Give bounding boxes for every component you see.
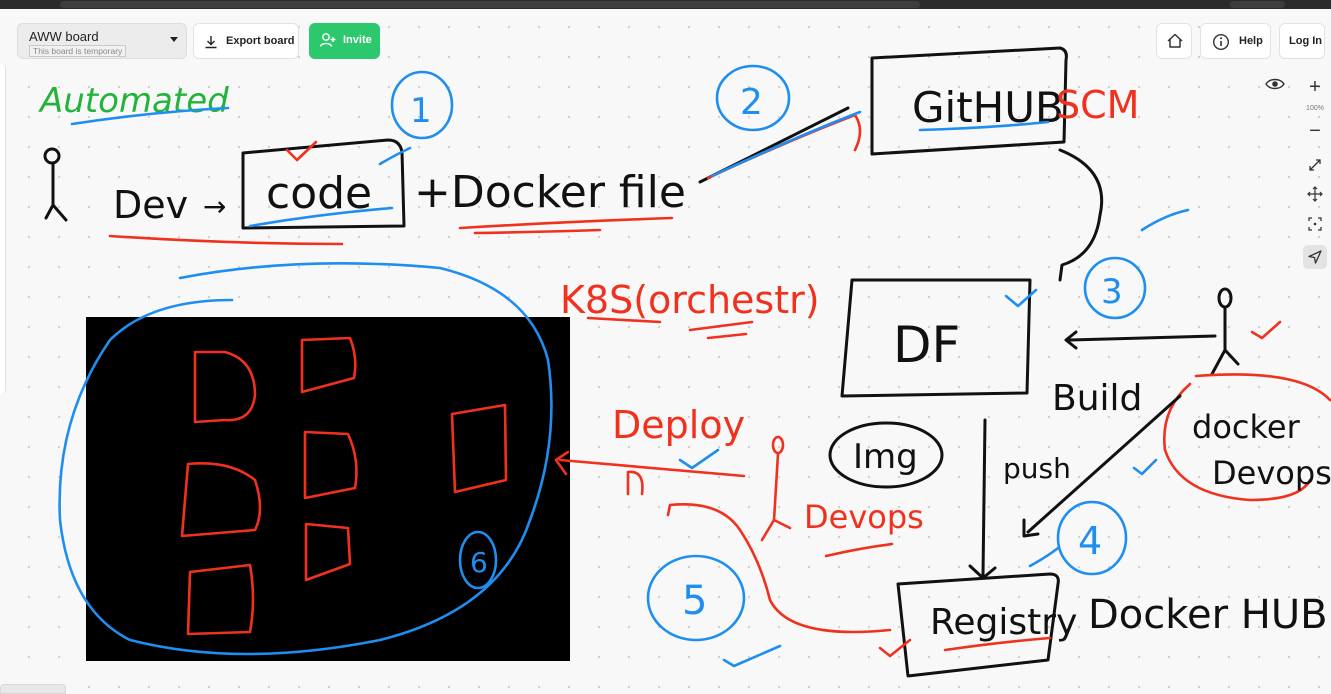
automated-text: Automated: [38, 81, 229, 121]
move-icon[interactable]: [1303, 186, 1327, 210]
code-underline: [248, 206, 394, 228]
step-4-label: 4: [1078, 519, 1102, 563]
dockerfile-text: +Docker file: [414, 167, 686, 218]
df-text: DF: [893, 316, 960, 374]
download-icon: [205, 36, 217, 49]
login-button[interactable]: Log In: [1279, 23, 1325, 59]
pointer-icon[interactable]: [1303, 245, 1327, 269]
step-3-label: 3: [1101, 272, 1123, 312]
devops-text-middle: Devops: [804, 498, 924, 536]
step-2-label: 2: [740, 82, 763, 123]
devops-figure-middle: [760, 435, 792, 542]
blue-check-bottom: [722, 644, 782, 668]
k8s-underline: [586, 316, 662, 324]
step-4-circle: [1056, 500, 1128, 576]
step-6-label: 6: [470, 546, 488, 579]
step-6-circle: [458, 530, 498, 590]
invite-button[interactable]: Invite: [309, 23, 380, 59]
browser-top-strip: [0, 0, 1331, 9]
board-temporary-note: This board is temporary: [29, 45, 127, 57]
devops-text-right: Devops: [1212, 454, 1331, 492]
devops-underline: [824, 542, 894, 558]
help-button[interactable]: Help: [1200, 23, 1271, 59]
black-image-frame[interactable]: [86, 317, 570, 661]
arrow-docker-to-registry: [1022, 394, 1182, 538]
build-text: Build: [1052, 378, 1142, 419]
deploy-blue-check: [678, 448, 720, 470]
k8s-underline-2: [688, 320, 754, 340]
code-blue-check: [378, 146, 412, 166]
step-5-circle: [646, 554, 746, 642]
step-5-label: 5: [682, 578, 707, 624]
board-name: AWW board: [29, 29, 99, 44]
code-checkmark: [285, 140, 318, 162]
blue-check-right: [1140, 208, 1190, 232]
arrow-text: →: [203, 190, 226, 223]
docker-devops-circle: [1163, 373, 1331, 502]
step-4-tick: [1028, 546, 1060, 568]
github-to-df-curve: [1058, 148, 1104, 282]
github-underline: [918, 120, 1050, 132]
figure-red-check: [1250, 320, 1282, 340]
dev-underline: [108, 234, 344, 246]
zoom-out-button[interactable]: −: [1309, 120, 1321, 142]
help-label: Help: [1239, 35, 1263, 47]
code-box: [241, 138, 406, 230]
expand-icon[interactable]: [1303, 157, 1327, 181]
arrow-to-df: [1064, 330, 1217, 350]
docker-text: docker: [1192, 408, 1301, 446]
registry-box: [896, 572, 1060, 678]
step-1-circle: [390, 70, 454, 140]
registry-underline: [943, 636, 1052, 652]
info-icon: [1212, 33, 1230, 51]
github-text: GitHUB: [912, 83, 1064, 132]
fit-to-screen-icon[interactable]: [1303, 216, 1327, 240]
deploy-text: Deploy: [612, 403, 745, 447]
blue-check-docker: [1132, 458, 1158, 476]
registry-to-deploy-curve: [666, 503, 892, 634]
devops-engineer-figure: [1210, 287, 1240, 376]
registry-text: Registry: [930, 602, 1077, 643]
df-box: [840, 278, 1032, 398]
github-box: [870, 46, 1068, 156]
left-tool-rail[interactable]: [0, 64, 6, 394]
zoom-in-button[interactable]: +: [1309, 76, 1321, 98]
developer-figure: [43, 147, 68, 222]
export-board-label: Export board: [226, 35, 295, 47]
step-2-circle: [715, 64, 791, 132]
invite-label: Invite: [343, 34, 372, 46]
img-ellipse: [828, 421, 944, 489]
step-3-circle: [1083, 256, 1147, 320]
chevron-down-icon: [170, 37, 178, 42]
login-label: Log In: [1289, 35, 1322, 47]
push-arrow: [968, 418, 997, 580]
img-text: Img: [853, 437, 918, 477]
home-button[interactable]: [1156, 23, 1192, 59]
dev-text: Dev: [113, 183, 188, 227]
home-icon: [1167, 33, 1183, 48]
df-blue-check: [1004, 288, 1038, 308]
export-board-button[interactable]: Export board: [193, 23, 299, 59]
container-pods: [180, 336, 508, 636]
add-user-icon: [319, 33, 336, 47]
step-1-label: 1: [410, 91, 432, 131]
dockerfile-underline: [458, 216, 674, 230]
registry-red-check: [878, 638, 912, 658]
eye-icon[interactable]: [1264, 76, 1286, 92]
deploy-arrow: [554, 450, 746, 478]
scm-text: SCM: [1056, 83, 1139, 127]
push-text: push: [1003, 452, 1071, 485]
docker-hub-text: Docker HUB: [1088, 592, 1328, 638]
automated-underline: [70, 106, 230, 126]
cluster-circle: [58, 262, 553, 656]
arrow-to-github-blue: [710, 110, 862, 178]
board-selector[interactable]: AWW board This board is temporary: [17, 23, 187, 59]
deploy-mark: [626, 470, 644, 496]
zoom-level: 100%: [1306, 105, 1324, 112]
dockerfile-underline-2: [473, 228, 602, 235]
k8s-text: K8S(orchestr): [560, 278, 820, 322]
